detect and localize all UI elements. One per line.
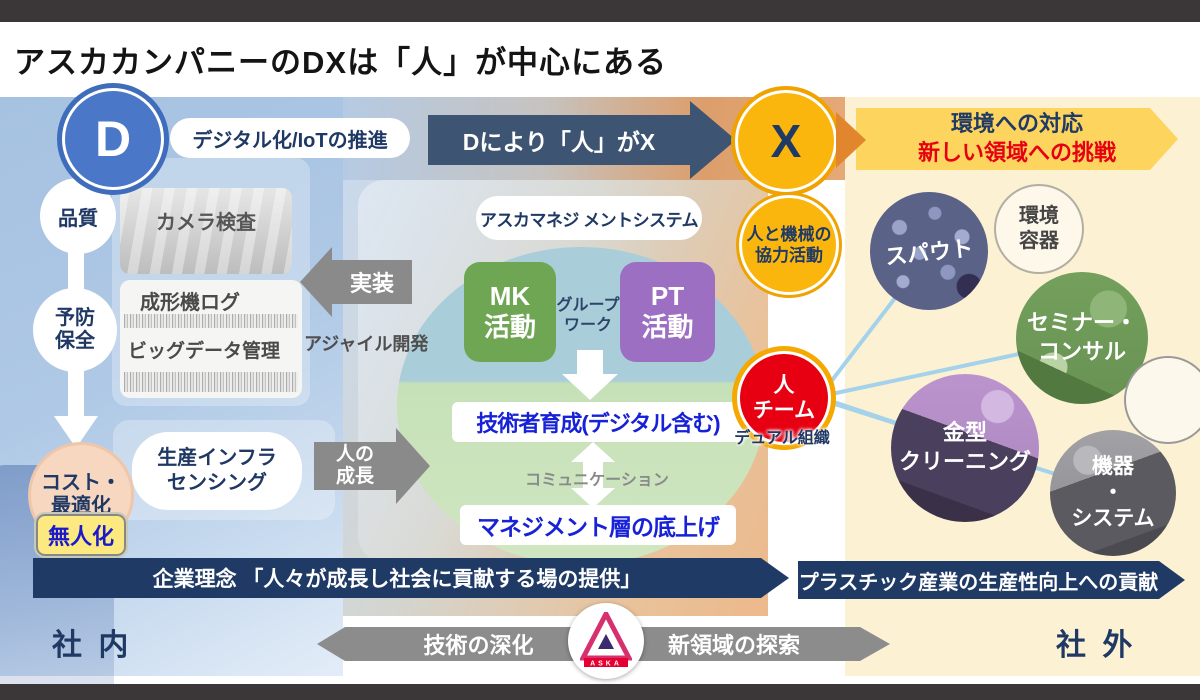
corporate-philosophy-band: 企業理念 「人々が成長し社会に貢献する場の提供」 <box>33 558 789 598</box>
dual-organization-label: デュアル組織 <box>734 430 830 447</box>
human-growth-arrow-label: 人の 成長 <box>314 442 396 490</box>
plastics-contribution-band: プラスチック産業の生産性向上への貢献 <box>798 561 1185 599</box>
unmanned-badge: 無人化 <box>34 512 128 558</box>
d-badge-letter: D <box>94 111 132 167</box>
x-badge-letter: X <box>770 115 802 167</box>
infra-sensing-pill: 生産インフラ センシング <box>132 432 302 510</box>
page-title: アスカカンパニーのDXは「人」が中心にある <box>14 45 668 80</box>
communication-arrow <box>570 442 616 508</box>
implementation-arrow-head <box>300 247 332 317</box>
eco-container-circle: 環境 容器 <box>994 184 1084 274</box>
preventive-maintenance-circle: 予防 保全 <box>33 288 117 372</box>
tech-deepening-band: 技術の深化 <box>317 627 612 661</box>
groupwork-label: グループ ワーク <box>556 297 620 334</box>
human-team-circle: 人 チーム <box>737 351 831 445</box>
environment-banner: 環境への対応 新しい領域への挑戦 <box>856 108 1178 170</box>
zone-external-label: 社 外 <box>1056 629 1137 662</box>
equipment-system-circle: 機器 ・ システム <box>1050 430 1176 556</box>
d-badge: D <box>62 88 164 190</box>
communication-label: コミュニケーション <box>525 472 669 489</box>
d-to-x-arrow-head <box>690 101 736 179</box>
engineer-training-box: 技術者育成(デジタル含む) <box>452 402 744 442</box>
camera-inspection-photo: カメラ検査 <box>120 188 292 274</box>
x-badge: X <box>735 90 837 192</box>
top-window-bar <box>0 0 1200 22</box>
human-growth-arrow: 人の 成長 <box>314 428 430 504</box>
spout-label: スパウト <box>884 235 975 270</box>
down-arrow-head <box>562 374 618 400</box>
human-machine-cooperation-circle: 人と機械の 協力活動 <box>739 195 839 295</box>
molding-log-label: 成形機ログ <box>140 292 240 314</box>
asuka-management-system-pill: アスカマネジ メントシステム <box>476 196 702 240</box>
communication-arrow-up <box>571 442 615 462</box>
waveform-strip <box>124 314 298 328</box>
zone-internal-label: 社 内 <box>52 629 133 662</box>
communication-arrow-down <box>571 488 615 508</box>
bigdata-label: ビッグデータ管理 <box>128 341 281 362</box>
digital-iot-pill: デジタル化/IoTの推進 <box>170 118 410 158</box>
x-arrow-tip <box>836 112 866 168</box>
down-arrow-body <box>577 350 603 374</box>
aska-logo-mark: ASKA <box>580 612 632 668</box>
camera-inspection-label: カメラ検査 <box>156 212 256 234</box>
management-bottomup-box: マネジメント層の底上げ <box>460 505 736 545</box>
mk-activity-box: MK 活動 <box>464 262 556 362</box>
aska-logo-text: ASKA <box>590 661 622 668</box>
implementation-arrow: 実装 <box>300 247 412 317</box>
quality-circle: 品質 <box>40 178 116 254</box>
pt-activity-box: PT 活動 <box>620 262 715 362</box>
spout-photo-circle: スパウト <box>870 192 988 310</box>
aska-logo: ASKA <box>568 603 644 679</box>
d-to-x-arrow-label: Dにより「人」がX <box>428 115 690 165</box>
mold-cleaning-circle: 金型 クリーニング <box>891 374 1039 522</box>
bottom-window-bar <box>0 684 1200 700</box>
agile-dev-label: アジャイル開発 <box>304 334 429 354</box>
machine-log-photo: 成形機ログ ビッグデータ管理 <box>120 280 302 398</box>
implementation-arrow-label: 実装 <box>332 260 412 304</box>
new-domain-exploration-band: 新領域の探索 <box>608 627 890 661</box>
environment-banner-line1: 環境への対応 <box>950 111 1083 137</box>
environment-banner-line2: 新しい領域への挑戦 <box>917 140 1116 165</box>
empty-circle <box>1124 356 1200 444</box>
human-growth-arrow-head <box>396 428 430 504</box>
communication-arrow-body <box>583 460 603 490</box>
waveform-strip-2 <box>124 372 298 392</box>
